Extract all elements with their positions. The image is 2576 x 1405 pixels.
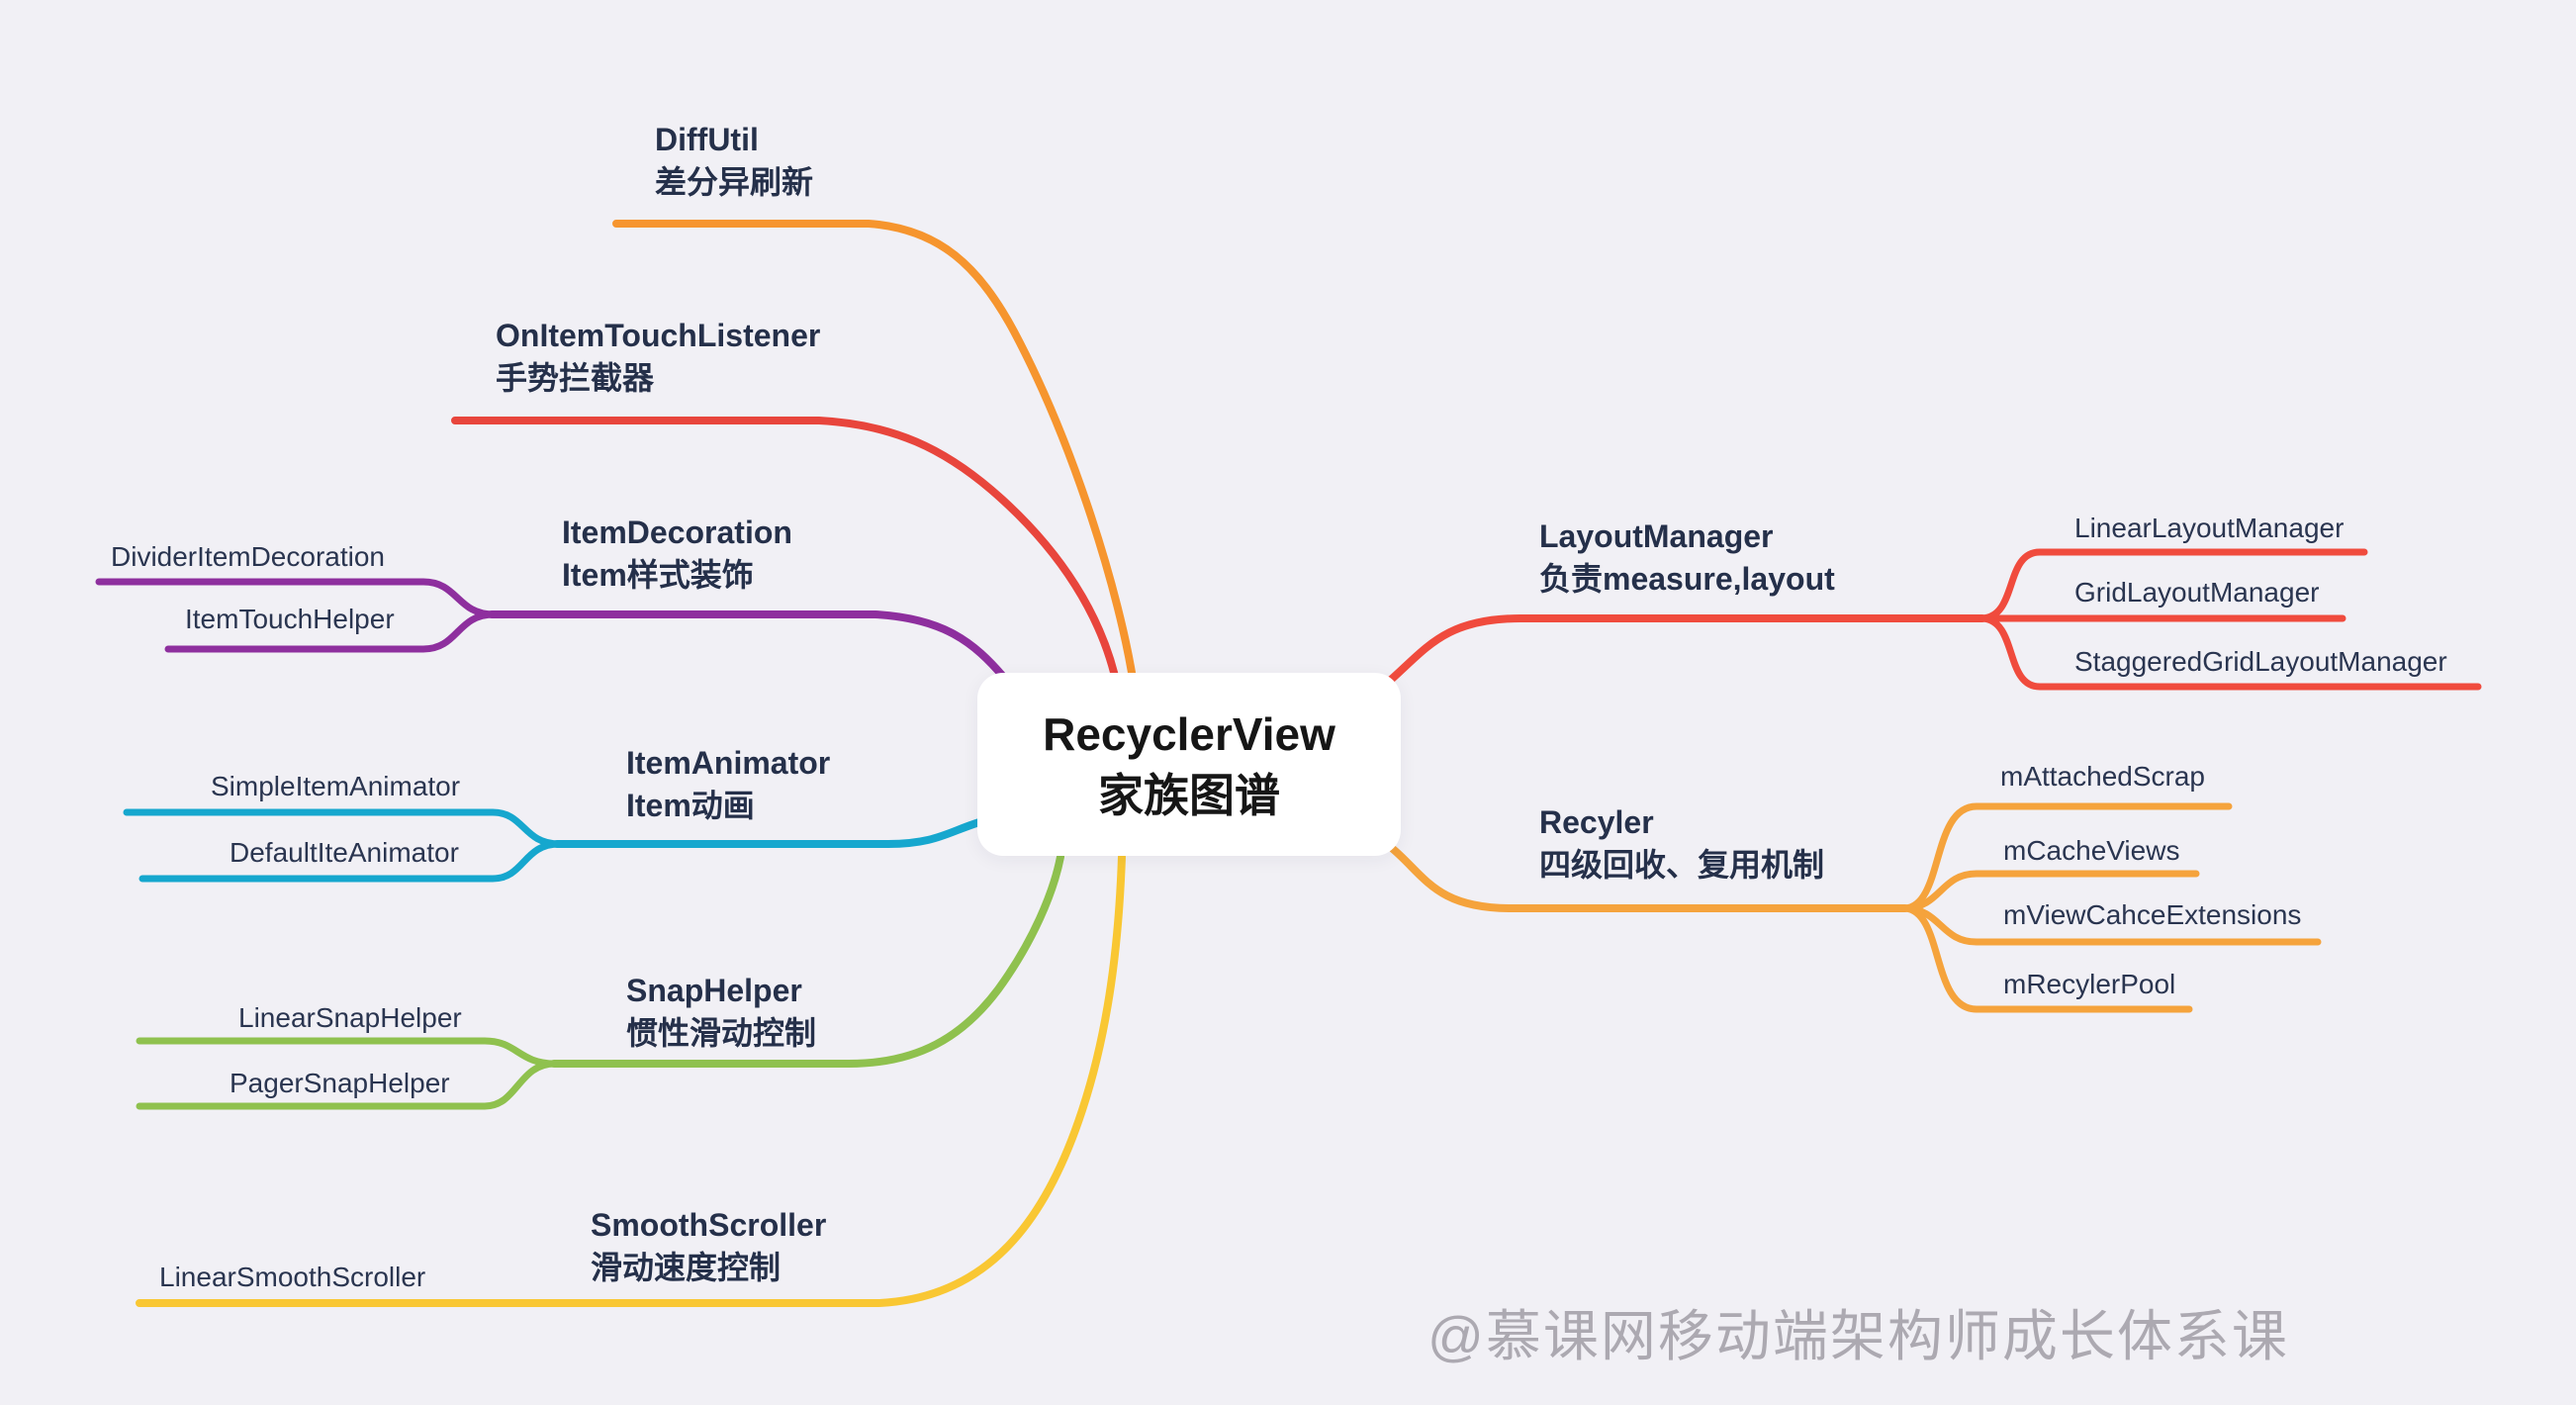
node-layout-manager-desc: 负责measure,layout	[1539, 561, 1835, 597]
node-staggered-grid-layout-manager[interactable]: StaggeredGridLayoutManager	[2074, 646, 2447, 677]
node-on-item-touch-listener-name: OnItemTouchListener	[496, 318, 821, 353]
node-grid-layout-manager[interactable]: GridLayoutManager	[2074, 577, 2320, 608]
node-m-attached-scrap[interactable]: mAttachedScrap	[2000, 761, 2205, 792]
node-snap-helper-desc: 惯性滑动控制	[626, 1015, 817, 1051]
watermark: @慕课网移动端架构师成长体系课	[1427, 1305, 2289, 1367]
node-item-animator[interactable]: ItemAnimator Item动画	[626, 742, 830, 827]
staggered-grid-layout-manager-line	[1978, 614, 2482, 691]
node-diffutil[interactable]: DiffUtil 差分异刷新	[655, 119, 813, 204]
node-item-decoration[interactable]: ItemDecoration Item样式装饰	[562, 512, 792, 597]
node-m-view-cahce-extensions[interactable]: mViewCahceExtensions	[2003, 899, 2302, 930]
node-linear-smooth-scroller[interactable]: LinearSmoothScroller	[159, 1262, 426, 1292]
node-linear-layout-manager[interactable]: LinearLayoutManager	[2074, 513, 2345, 543]
m-recyler-pool-line	[1901, 904, 2193, 1013]
smooth-scroller-branch-line	[136, 853, 1126, 1307]
node-smooth-scroller-name: SmoothScroller	[591, 1207, 827, 1243]
default-ite-animator-line	[138, 840, 563, 883]
node-item-animator-desc: Item动画	[626, 788, 755, 823]
node-recyler-desc: 四级回收、复用机制	[1539, 847, 1825, 883]
linear-snap-helper-line	[136, 1037, 559, 1068]
node-item-decoration-name: ItemDecoration	[562, 515, 792, 550]
node-snap-helper-name: SnapHelper	[626, 973, 802, 1008]
item-decoration-branch-line	[488, 610, 1009, 683]
node-default-ite-animator[interactable]: DefaultIteAnimator	[230, 837, 459, 868]
node-layout-manager-name: LayoutManager	[1539, 518, 1774, 554]
node-linear-snap-helper[interactable]: LinearSnapHelper	[238, 1002, 462, 1033]
item-animator-branch-line	[553, 818, 983, 848]
node-smooth-scroller-desc: 滑动速度控制	[591, 1250, 782, 1285]
node-recyler[interactable]: Recyler 四级回收、复用机制	[1539, 801, 1824, 887]
linear-layout-manager-line	[1978, 548, 2368, 622]
node-on-item-touch-listener[interactable]: OnItemTouchListener 手势拦截器	[496, 315, 820, 400]
node-snap-helper[interactable]: SnapHelper 惯性滑动控制	[626, 970, 816, 1055]
node-item-decoration-desc: Item样式装饰	[562, 557, 754, 593]
node-m-recyler-pool[interactable]: mRecylerPool	[2003, 969, 2176, 999]
node-item-animator-name: ItemAnimator	[626, 745, 831, 781]
node-recyler-name: Recyler	[1539, 804, 1654, 840]
node-layout-manager[interactable]: LayoutManager 负责measure,layout	[1539, 515, 1835, 601]
node-on-item-touch-listener-desc: 手势拦截器	[496, 360, 655, 396]
node-smooth-scroller[interactable]: SmoothScroller 滑动速度控制	[591, 1204, 826, 1289]
item-touch-helper-line	[164, 610, 498, 653]
node-divider-item-decoration[interactable]: DividerItemDecoration	[111, 541, 385, 572]
m-attached-scrap-line	[1901, 802, 2233, 912]
layout-manager-branch-line	[1387, 614, 1986, 684]
node-diffutil-name: DiffUtil	[655, 122, 759, 157]
node-m-cache-views[interactable]: mCacheViews	[2003, 835, 2180, 866]
pager-snap-helper-line	[136, 1060, 559, 1110]
node-pager-snap-helper[interactable]: PagerSnapHelper	[230, 1068, 450, 1098]
center-node-subtitle: 家族图谱	[1098, 769, 1280, 821]
snap-helper-branch-line	[550, 853, 1064, 1068]
center-node-title: RecyclerView	[1043, 707, 1335, 760]
diffutil-branch-line	[612, 220, 1138, 689]
on-item-touch-listener-branch-line	[451, 417, 1122, 694]
node-diffutil-desc: 差分异刷新	[655, 164, 814, 200]
recyler-branch-line	[1389, 845, 1909, 912]
node-item-touch-helper[interactable]: ItemTouchHelper	[185, 604, 395, 634]
center-node[interactable]: RecyclerView 家族图谱	[977, 673, 1401, 856]
node-simple-item-animator[interactable]: SimpleItemAnimator	[211, 771, 461, 801]
